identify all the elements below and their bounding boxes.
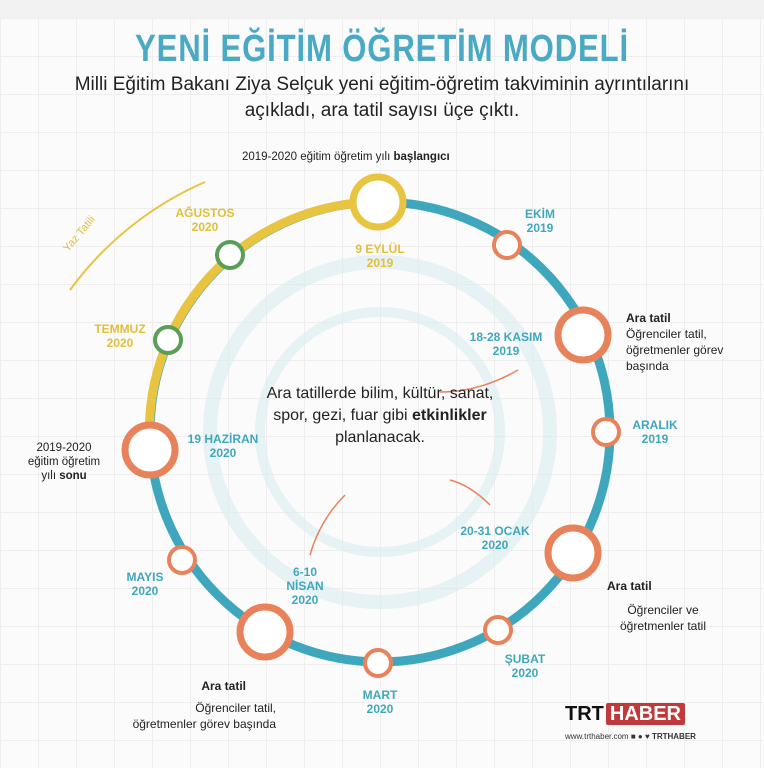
center-text: Ara tatillerde bilim, kültür, sanat, spo… <box>266 385 494 446</box>
node-aralik <box>591 417 621 447</box>
instagram-icon: ● <box>637 732 643 741</box>
page-title: YENİ EĞİTİM ÖĞRETİM MODELİ <box>135 28 629 70</box>
node-mayis <box>167 545 197 575</box>
summer-arc <box>144 197 379 451</box>
node-temmuz <box>153 325 183 355</box>
node-ocak <box>544 524 602 582</box>
start-caption: 2019-2020 eğitim öğretim yılı başlangıcı <box>242 151 450 163</box>
facebook-icon: ■ <box>630 732 636 741</box>
social-footer: www.trthaber.com ■ ● ♥ TRTHABER <box>565 732 696 741</box>
summer-bracket <box>69 181 206 291</box>
node-haziran <box>121 421 179 479</box>
node-kasim <box>554 306 612 364</box>
node-nisan <box>236 603 294 661</box>
infographic <box>0 18 764 768</box>
node-mart <box>363 648 393 678</box>
decor-ring <box>203 255 557 609</box>
node-subat <box>483 615 513 645</box>
node-eylul <box>349 173 407 231</box>
arrow-nisan <box>309 494 346 556</box>
twitter-icon: ♥ <box>644 732 650 741</box>
node-ekim <box>492 230 522 260</box>
decor-ring <box>255 307 505 557</box>
subtitle: Milli Eğitim Bakanı Ziya Selçuk yeni eği… <box>74 74 690 121</box>
arrow-kasim <box>439 369 519 393</box>
arrow-ocak <box>449 479 491 506</box>
node-agustos <box>215 240 245 270</box>
